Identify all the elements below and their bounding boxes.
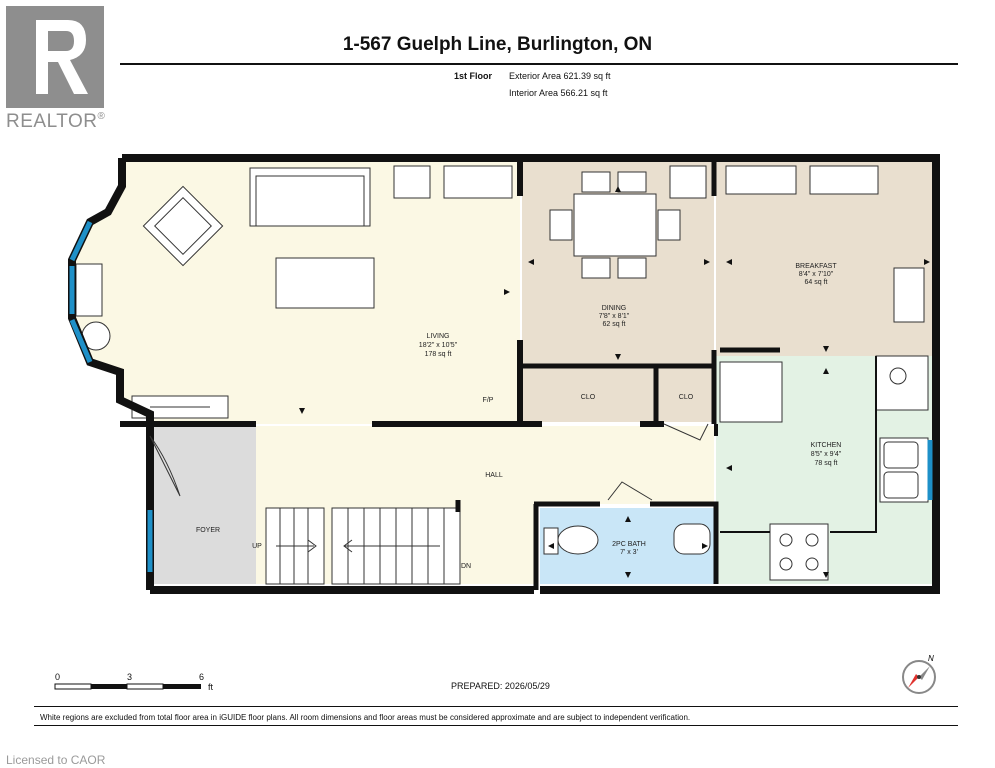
title-divider	[120, 63, 958, 65]
bath-dims: 7' x 3'	[620, 549, 638, 556]
realtor-r-icon	[36, 20, 88, 94]
windows	[69, 220, 933, 572]
scale-tick-3: 3	[127, 672, 133, 682]
exterior-area: Exterior Area 621.39 sq ft	[509, 71, 611, 81]
disclaimer-text: White regions are excluded from total fl…	[40, 713, 691, 722]
realtor-logo-text: REALTOR®	[6, 111, 106, 132]
bath-name: 2PC BATH	[612, 541, 646, 548]
scale-tick-6: 6	[199, 672, 205, 682]
interior-area: Interior Area 566.21 sq ft	[509, 88, 608, 98]
fireplace-label: F/P	[483, 397, 494, 404]
living-name: LIVING	[427, 333, 450, 340]
realtor-logo	[6, 6, 104, 108]
stairs-down-label: DN	[461, 563, 471, 570]
living-area: 178 sq ft	[425, 351, 452, 358]
compass-icon: N	[902, 654, 936, 694]
dimension-ticks	[299, 186, 930, 578]
license-watermark: Licensed to CAOR	[6, 753, 106, 767]
dining-name: DINING	[602, 305, 627, 312]
stairs	[265, 507, 461, 585]
floor-name: 1st Floor	[454, 71, 493, 81]
footer-divider-top	[34, 706, 958, 707]
room-hall	[256, 426, 714, 504]
room-closet-2	[658, 368, 712, 422]
walls	[68, 154, 940, 594]
closet-2-label: CLO	[679, 394, 694, 401]
dining-area: 62 sq ft	[603, 321, 626, 328]
floor-plan: LIVING 18'2" x 10'5" 178 sq ft F/P DININ…	[68, 154, 940, 594]
footer-divider-bottom	[34, 725, 958, 726]
hall-label: HALL	[485, 472, 503, 479]
breakfast-area: 64 sq ft	[805, 279, 828, 286]
stairs-up-label: UP	[252, 543, 262, 550]
kitchen-area: 78 sq ft	[815, 460, 838, 467]
kitchen-dims: 8'5" x 9'4"	[811, 451, 842, 458]
scale-unit: ft	[208, 682, 214, 692]
page-title: 1-567 Guelph Line, Burlington, ON	[342, 34, 653, 55]
kitchen-name: KITCHEN	[811, 442, 842, 449]
dining-dims: 7'8" x 8'1"	[599, 313, 630, 320]
scale-bar	[54, 683, 201, 690]
compass-north-label: N	[928, 654, 934, 663]
living-dims: 18'2" x 10'5"	[419, 342, 458, 349]
room-foyer	[150, 426, 256, 584]
prepared-date: PREPARED: 2026/05/29	[451, 681, 550, 691]
breakfast-name: BREAKFAST	[795, 263, 837, 270]
furniture	[75, 165, 929, 581]
breakfast-dims: 8'4" x 7'10"	[799, 271, 834, 278]
room-closet-1	[522, 368, 654, 422]
foyer-label: FOYER	[196, 527, 220, 534]
closet-1-label: CLO	[581, 394, 596, 401]
doors	[149, 423, 709, 501]
scale-tick-0: 0	[55, 672, 61, 682]
